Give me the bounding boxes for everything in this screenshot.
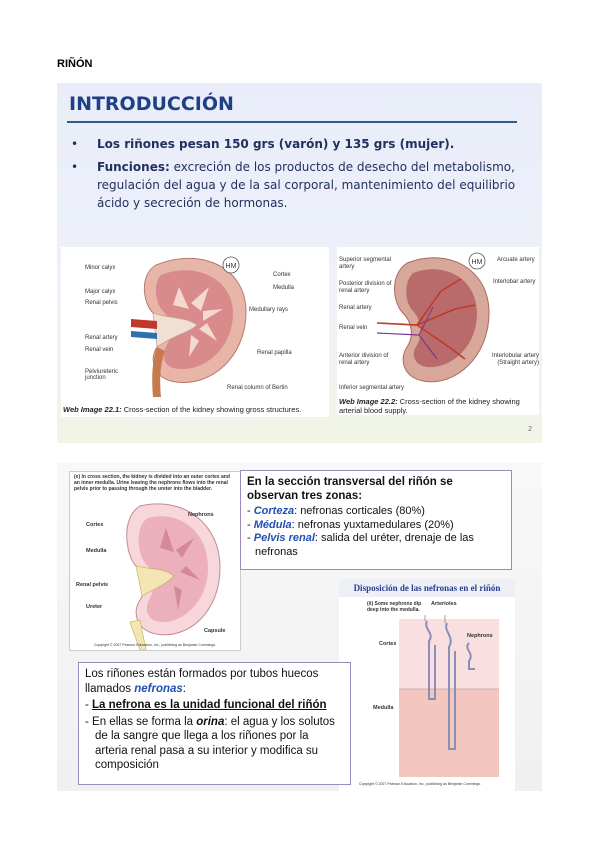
label-interlobular-artery: Interlobular artery (Straight artery) [491,353,539,366]
slide-title: INTRODUCCIÓN [69,93,234,115]
label-medulla-a: Medulla [86,548,107,554]
hm-badge-2: HM [472,259,483,266]
bullet-list: •Los riñones pesan 150 grs (varón) y 135… [71,135,531,217]
kidney-zones-figure: (e) In cross section, the kidney is divi… [69,471,241,651]
label-renal-column: Renal column of Bertin [227,385,288,391]
label-ureter: Ureter [86,604,103,610]
kidney-cross-section-illustration: HM [131,256,247,397]
kidney-gross-structure-figure: HM Minor calyx Major calyx Renal pelvis … [61,247,329,417]
label-renal-papilla: Renal papilla [257,350,292,356]
slide-introduccion: INTRODUCCIÓN •Los riñones pesan 150 grs … [57,83,542,443]
label-arcuate-artery: Arcuate artery [497,257,535,263]
bullet-functions: •Funciones: excreción de los productos d… [71,160,516,210]
label-minor-calyx: Minor calyx [85,265,116,271]
kidney-zones-illustration [126,503,221,650]
zones-title: En la sección transversal del riñón se o… [247,476,453,502]
label-cortex-a: Cortex [86,522,104,528]
label-interlobar-artery: Interlobar artery [493,279,536,285]
zone-medula: - Médula: nefronas yuxtamedulares (20%) [247,518,454,531]
bullet-weight: •Los riñones pesan 150 grs (varón) y 135… [71,137,455,151]
nephron-disposition-figure: Disposición de las nefronas en el riñón … [339,579,515,791]
label-posterior-division: Posterior division of renal artery [339,281,392,294]
zones-textbox: En la sección transversal del riñón se o… [240,470,512,570]
label-nephrons: Nephrons [188,512,214,518]
title-underline [67,121,517,123]
page-number: 2 [528,426,532,433]
label-renal-artery: Renal artery [85,335,118,341]
figure-b-caption: (ii) Some nephrons dip deep into the med… [367,601,422,613]
label-renal-vein-2: Renal vein [339,325,368,331]
label-renal-pelvis-a: Renal pelvis [76,582,109,588]
label-anterior-division: Anterior division of renal artery [339,353,389,366]
nephron-point-1: - La nefrona es la unidad funcional del … [85,699,327,711]
figure-a-caption: (e) In cross section, the kidney is divi… [74,474,230,492]
label-major-calyx: Major calyx [85,289,116,295]
label-medulla: Medulla [273,285,295,291]
hm-badge: HM [226,263,237,270]
slide-nefronas: (e) In cross section, the kidney is divi… [57,463,542,791]
kidney-arterial-supply-figure: HM Superior segmental artery Posterior d… [337,247,539,415]
nephron-intro: Los riñones están formados por tubos hue… [85,668,319,695]
label-arterioles: Arterioles [431,601,457,607]
label-renal-artery-2: Renal artery [339,305,372,311]
figure-b-title: Disposición de las nefronas en el riñón [339,579,515,597]
figure-b-copyright: Copyright © 2007 Pearson Education, Inc.… [359,782,482,786]
nephron-layout-illustration [399,615,499,777]
label-inferior-segmental: Inferior segmental artery [339,385,405,391]
kidney-arteries-illustration: HM [376,252,490,383]
zone-corteza: - Corteza: nefronas corticales (80%) [247,505,425,517]
nephron-point-2: - En ellas se forma la orina: el agua y … [85,715,335,772]
figure-a-copyright: Copyright © 2007 Pearson Education, Inc.… [94,643,217,647]
label-cortex: Cortex [273,272,291,278]
nephron-textbox: Los riñones están formados por tubos hue… [78,662,351,785]
label-capsule: Capsule [204,628,226,634]
label-pelviureteric-junction: Pelviureteric junction [85,369,119,381]
label-renal-pelvis: Renal pelvis [85,300,118,306]
label-nephrons-b: Nephrons [467,633,493,639]
label-medulla-b: Medulla [373,705,394,711]
figure2-caption: Web Image 22.2: Cross-section of the kid… [339,397,520,415]
zone-pelvis: - Pelvis renal: salida del uréter, drena… [247,532,474,558]
label-medullary-rays: Medullary rays [249,307,289,313]
label-cortex-b: Cortex [379,641,397,647]
figure1-caption: Web Image 22.1: Cross-section of the kid… [63,405,302,414]
label-superior-segmental: Superior segmental artery [339,257,392,270]
document-header: RIÑÓN [57,58,93,70]
label-renal-vein: Renal vein [85,347,114,353]
